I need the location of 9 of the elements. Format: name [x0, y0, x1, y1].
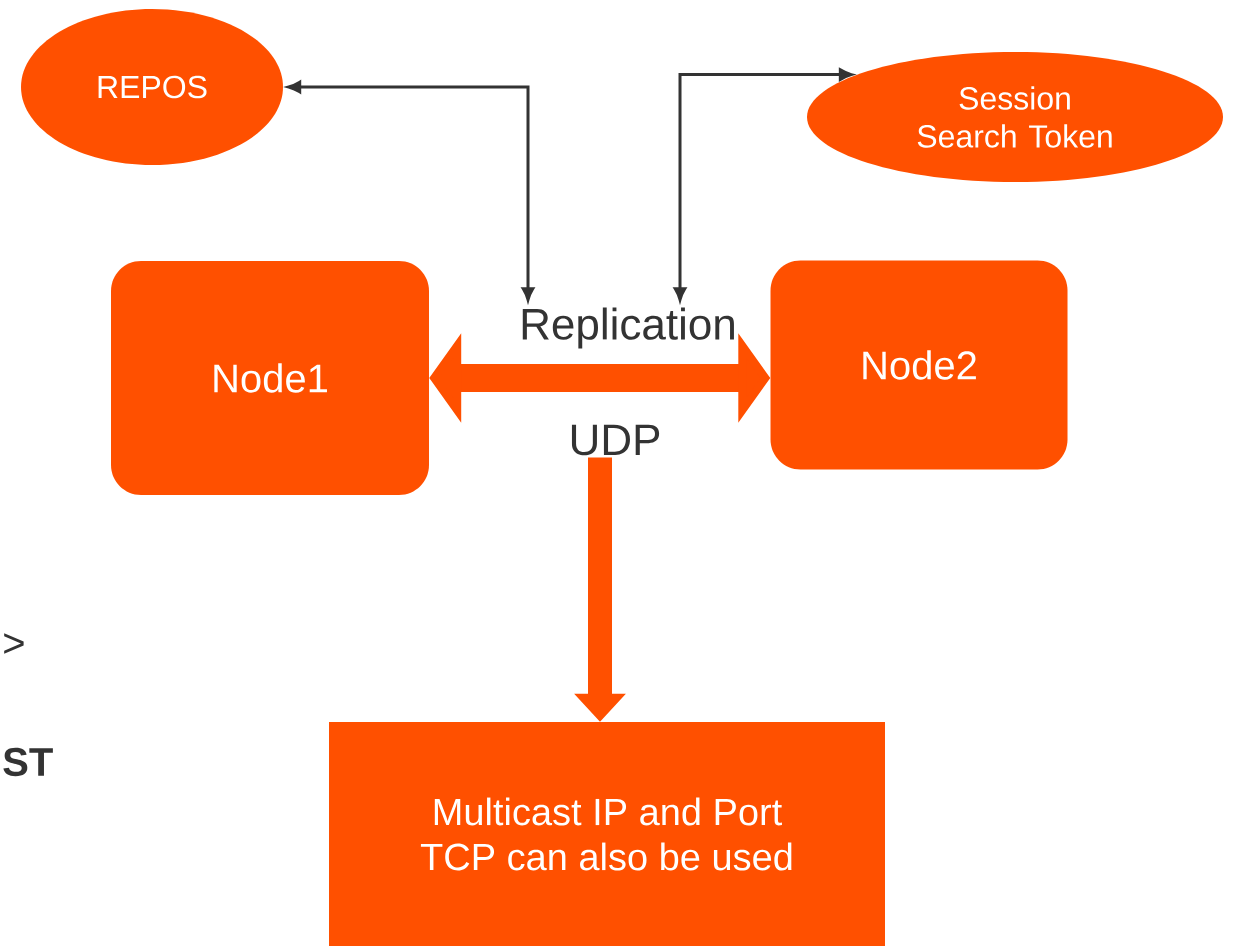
- side-text: >: [4, 633, 24, 654]
- bare-text: UDP: [571, 424, 660, 456]
- rounded-box: Node2: [770, 260, 1068, 470]
- rounded-box: Node1: [111, 261, 429, 495]
- bare-text: Replication: [522, 307, 734, 349]
- ellipse-node: Session Search Token: [807, 52, 1223, 182]
- process-box: Multicast IP and Port TCP can also be used: [329, 722, 885, 946]
- ellipse-node: REPOS: [21, 9, 283, 165]
- side-text: ST: [3, 747, 53, 777]
